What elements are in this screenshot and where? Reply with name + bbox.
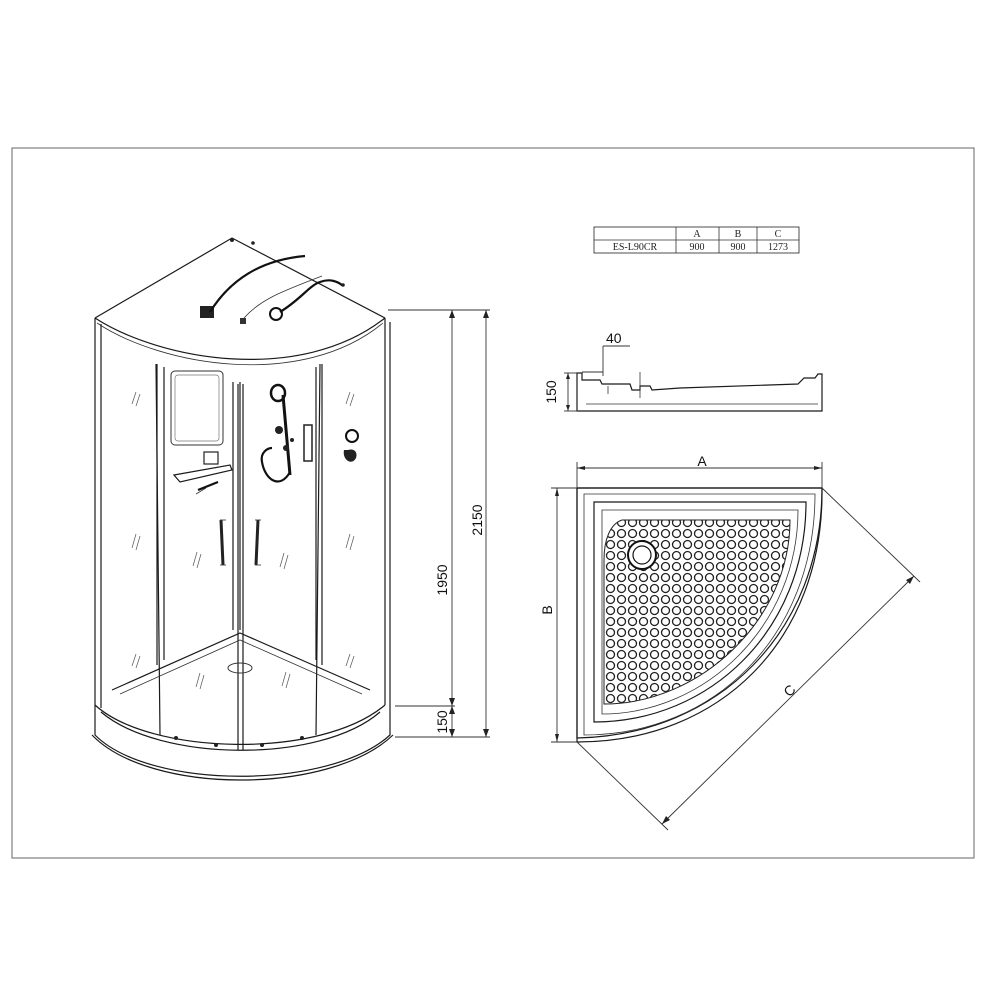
shelf <box>172 464 233 483</box>
dimension-total-height: 2150 <box>469 504 485 535</box>
tray-side-profile: 40 150 <box>543 330 823 412</box>
side-accessory <box>343 449 357 462</box>
drawing-frame <box>11 147 975 859</box>
cabin-perspective <box>91 237 394 781</box>
roof-light <box>269 307 283 321</box>
side-control-knob <box>345 429 359 443</box>
roof-speaker <box>200 306 214 318</box>
table-model-name: ES-L90CR <box>613 242 658 253</box>
dimension-tray-profile-height: 150 <box>543 380 559 404</box>
table-value-c: 1273 <box>768 242 788 253</box>
door-handle-right <box>254 519 260 566</box>
mirror <box>170 370 224 446</box>
table-value-a: 900 <box>690 242 705 253</box>
table-header-b: B <box>735 229 742 240</box>
glass-reflections <box>131 391 355 690</box>
plan-drain <box>627 540 657 570</box>
shower-hose <box>260 446 291 483</box>
cabin-height-dimensions: 2150 1950 150 <box>388 309 490 738</box>
table-header-a: A <box>693 229 701 240</box>
hand-shower <box>269 383 287 403</box>
dimension-cabin-height: 1950 <box>434 564 450 595</box>
tray-plan-view: A B C <box>539 453 921 831</box>
dimension-label-b: B <box>539 605 555 614</box>
table-header-c: C <box>775 229 782 240</box>
dimension-label-c: C <box>780 681 798 699</box>
table-value-b: 900 <box>731 242 746 253</box>
tray-drain <box>227 662 253 674</box>
shower-riser-rail <box>281 394 292 476</box>
dimension-label-a: A <box>697 453 707 469</box>
dimension-rim-width: 40 <box>606 330 622 346</box>
spec-table: A B C ES-L90CR 900 900 1273 <box>593 226 800 254</box>
door-handle-left <box>219 519 225 566</box>
dimension-tray-height: 150 <box>434 710 450 734</box>
